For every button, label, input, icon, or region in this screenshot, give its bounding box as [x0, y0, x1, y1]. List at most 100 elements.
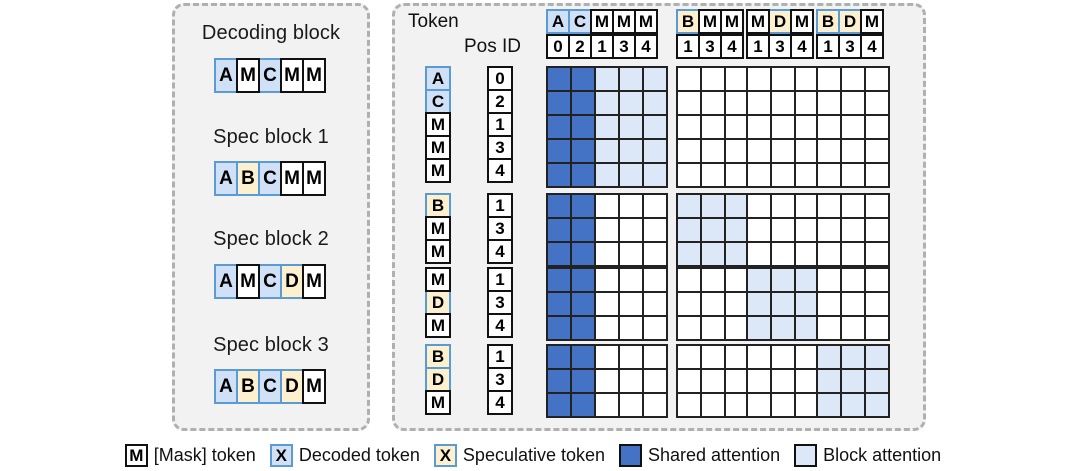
- attention-cell: [644, 243, 666, 265]
- attention-cell: [548, 219, 570, 241]
- attention-cell: [702, 92, 724, 114]
- row-pos-cell: 3: [487, 367, 513, 392]
- header-pos-cell: 1: [746, 34, 770, 59]
- token-cell: D: [280, 369, 304, 404]
- attention-cell: [702, 293, 724, 315]
- attention-cell: [620, 269, 642, 291]
- attention-cell: [842, 243, 864, 265]
- attention-cell: [678, 243, 700, 265]
- token-cell: B: [236, 161, 260, 196]
- attention-cell: [702, 269, 724, 291]
- attention-cell: [572, 92, 594, 114]
- attention-cell: [620, 394, 642, 416]
- attention-cell: [726, 370, 748, 392]
- attention-cell: [548, 293, 570, 315]
- attention-cell: [572, 370, 594, 392]
- attention-cell: [548, 317, 570, 339]
- attention-block-r1-c0: [546, 193, 668, 267]
- attention-cell: [572, 195, 594, 217]
- header-token-cell: B: [816, 9, 840, 34]
- attention-cell: [842, 394, 864, 416]
- attention-cell: [748, 346, 770, 368]
- header-pos-cell: 1: [590, 34, 614, 59]
- attention-cell: [548, 346, 570, 368]
- token-cell: C: [258, 369, 282, 404]
- attention-cell: [796, 269, 818, 291]
- attention-cell: [572, 317, 594, 339]
- attention-cell: [818, 140, 840, 162]
- attention-cell: [572, 269, 594, 291]
- attention-cell: [548, 269, 570, 291]
- attention-cell: [772, 116, 794, 138]
- attention-cell: [818, 219, 840, 241]
- row-token-cell: D: [425, 290, 451, 315]
- header-pos-cell: 3: [768, 34, 792, 59]
- row-token-cell: M: [425, 158, 451, 183]
- attention-cell: [596, 140, 618, 162]
- attention-cell: [842, 140, 864, 162]
- attention-cell: [644, 293, 666, 315]
- attention-cell: [644, 394, 666, 416]
- legend-label: Shared attention: [648, 445, 781, 465]
- attention-block-r0-c0: [546, 66, 668, 188]
- attention-cell: [726, 195, 748, 217]
- row-pos-cell: 4: [487, 239, 513, 264]
- attention-cell: [644, 195, 666, 217]
- attention-cell: [678, 164, 700, 186]
- attention-cell: [796, 164, 818, 186]
- attention-cell: [702, 317, 724, 339]
- attention-cell: [842, 370, 864, 392]
- pos-id-row-label: Pos ID: [464, 36, 522, 57]
- header-token-cell: A: [546, 9, 570, 34]
- attention-cell: [678, 219, 700, 241]
- attention-cell: [678, 346, 700, 368]
- block-title: Spec block 3: [213, 334, 329, 356]
- attention-cell: [818, 317, 840, 339]
- token-cell: M: [302, 369, 326, 404]
- attention-cell: [644, 68, 666, 90]
- attention-cell: [842, 92, 864, 114]
- attention-cell: [548, 195, 570, 217]
- attention-cell: [572, 68, 594, 90]
- header-pos-cell: 4: [790, 34, 814, 59]
- attention-cell: [572, 293, 594, 315]
- token-cell: M: [280, 161, 304, 196]
- attention-cell: [596, 394, 618, 416]
- attention-cell: [796, 317, 818, 339]
- attention-block-r2-c1: [676, 267, 750, 341]
- row-pos-cell: 1: [487, 193, 513, 218]
- attention-cell: [726, 394, 748, 416]
- attention-cell: [596, 164, 618, 186]
- token-cell: A: [214, 264, 238, 299]
- row-token-cell: M: [425, 239, 451, 264]
- attention-cell: [620, 243, 642, 265]
- header-token-cell: D: [768, 9, 792, 34]
- attention-cell: [572, 346, 594, 368]
- header-token-cell: C: [568, 9, 592, 34]
- attention-cell: [772, 394, 794, 416]
- attention-cell: [818, 164, 840, 186]
- attention-cell: [818, 269, 840, 291]
- attention-cell: [796, 68, 818, 90]
- attention-block-r1-c2: [746, 193, 820, 267]
- token-cell: A: [214, 369, 238, 404]
- header-pos-cell: 3: [698, 34, 722, 59]
- attention-cell: [748, 269, 770, 291]
- attention-cell: [818, 195, 840, 217]
- attention-cell: [772, 293, 794, 315]
- attention-cell: [796, 219, 818, 241]
- attention-cell: [866, 116, 888, 138]
- header-pos-cell: 3: [612, 34, 636, 59]
- attention-cell: [772, 92, 794, 114]
- attention-cell: [726, 140, 748, 162]
- attention-cell: [644, 269, 666, 291]
- attention-cell: [748, 92, 770, 114]
